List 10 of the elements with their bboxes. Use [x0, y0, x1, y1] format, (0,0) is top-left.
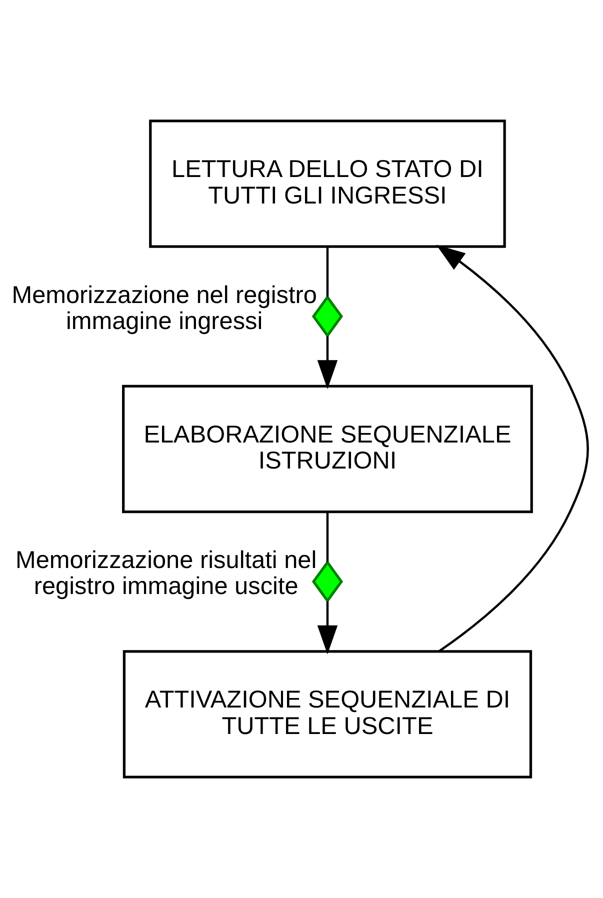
connector — [326, 247, 329, 297]
node-label: Memorizzazione risultati nel registro immagine uscite — [16, 546, 317, 600]
node-box: LETTURA DELLO STATO DI TUTTI GLI INGRESSI — [149, 120, 506, 248]
node-box: ATTIVAZIONE SEQUENZIALE DI TUTTE LE USCITE — [122, 650, 532, 778]
arrow — [436, 244, 589, 652]
arrow — [317, 601, 338, 654]
node-box: ELABORAZIONE SEQUENZIALE ISTRUZIONI — [122, 384, 533, 514]
connector — [326, 512, 329, 562]
node-label: Memorizzazione nel registro immagine ingressi — [12, 282, 317, 335]
arrow — [317, 336, 338, 390]
